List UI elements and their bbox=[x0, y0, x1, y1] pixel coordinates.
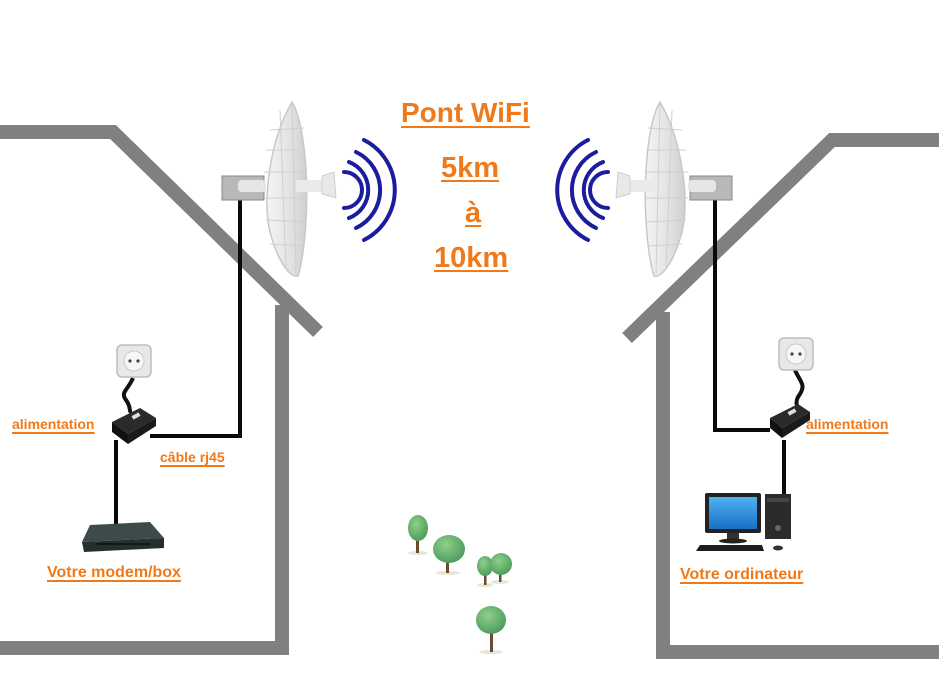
tree-icon bbox=[433, 535, 465, 575]
router-icon bbox=[82, 522, 164, 552]
left-rj45-cable bbox=[114, 195, 242, 525]
left-antenna-icon bbox=[221, 100, 337, 277]
left-house-outline bbox=[0, 125, 323, 655]
tree-icon bbox=[476, 606, 506, 654]
right-poe-injector-icon bbox=[770, 404, 810, 438]
left-power-label: alimentation bbox=[12, 416, 95, 432]
left-poe-injector-icon bbox=[112, 408, 156, 444]
desktop-computer-icon bbox=[696, 493, 791, 551]
right-power-label: alimentation bbox=[806, 416, 889, 432]
right-rj45-cable bbox=[713, 195, 805, 500]
diagram-title: Pont WiFi bbox=[401, 97, 530, 128]
left-wifi-signal-icon bbox=[342, 138, 397, 242]
modem-label: Votre modem/box bbox=[47, 564, 181, 581]
right-house-outline bbox=[622, 133, 939, 659]
right-antenna-icon bbox=[615, 100, 733, 277]
distance-max-label: 10km bbox=[434, 242, 509, 274]
tree-icon bbox=[477, 556, 493, 587]
trees-illustration bbox=[408, 515, 512, 654]
rj45-cable-label: câble rj45 bbox=[160, 449, 225, 465]
tree-icon bbox=[408, 515, 428, 555]
right-power-outlet-icon bbox=[778, 337, 814, 371]
computer-label: Votre ordinateur bbox=[680, 566, 804, 583]
left-power-outlet-icon bbox=[116, 344, 152, 378]
tree-icon bbox=[490, 553, 512, 584]
distance-connector-label: à bbox=[465, 197, 482, 229]
right-wifi-signal-icon bbox=[555, 138, 610, 242]
distance-min-label: 5km bbox=[441, 152, 500, 184]
